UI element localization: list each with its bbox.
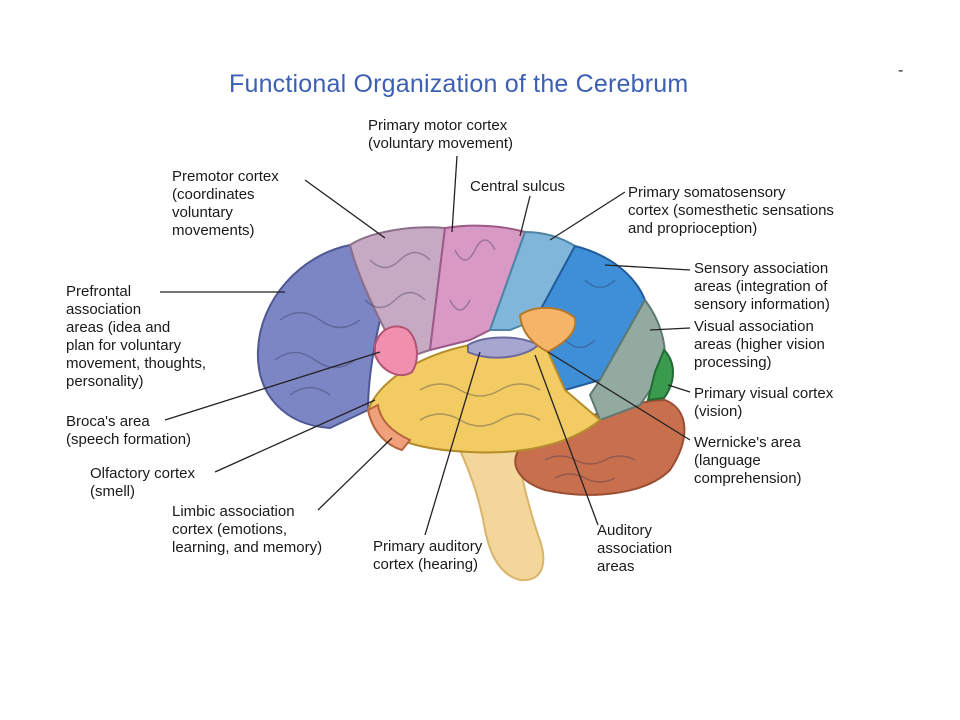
label-line: plan for voluntary [66,337,182,354]
label-line: Sensory association [694,260,829,277]
label-line: movements) [172,222,255,239]
diagram-title: Functional Organization of the Cerebrum [229,70,689,98]
label-line: Limbic association [172,503,295,520]
label-premotor-cortex: Premotor cortex (coordinates voluntary m… [172,168,279,240]
label-line: Primary visual cortex [694,385,834,402]
label-line: learning, and memory) [172,539,323,556]
primary-motor-region [428,224,527,352]
label-line: Olfactory cortex [90,465,196,482]
label-line: Auditory [597,522,653,539]
label-central-sulcus: Central sulcus [470,178,565,196]
label-line: (language [694,452,761,469]
label-line: (voluntary movement) [368,135,514,152]
label-line: Primary motor cortex [368,117,508,134]
gyri-texture [274,239,636,483]
label-line: (vision) [694,403,743,420]
label-line: areas (higher vision [694,336,825,353]
somatosensory-region [488,230,577,331]
label-line: areas (idea and [66,319,171,336]
label-line: Prefrontal [66,283,132,300]
label-prefrontal-association-areas: Prefrontal association areas (idea and p… [66,283,206,391]
corner-mark: - [898,62,904,79]
label-line: sensory information) [694,296,830,313]
label-line: Wernicke's area [694,434,801,451]
label-line: Visual association [694,318,814,335]
label-primary-auditory-cortex: Primary auditory cortex (hearing) [373,538,482,574]
label-line: Central sulcus [470,178,566,195]
label-primary-motor-cortex: Primary motor cortex (voluntary movement… [368,117,513,153]
limbic-region [366,403,412,452]
label-line: and proprioception) [628,220,758,237]
broca-region [374,325,418,377]
wernicke-region [518,306,577,354]
label-line: association [66,301,142,318]
leader-lines [160,155,691,536]
label-wernickes-area: Wernicke's area (language comprehension) [694,434,802,488]
label-line: personality) [66,373,144,390]
label-auditory-association-areas: Auditory association areas [597,522,672,576]
label-visual-association-areas: Visual association areas (higher vision … [694,318,825,372]
label-line: Premotor cortex [172,168,279,185]
label-line: (speech formation) [66,431,192,448]
label-line: Primary somatosensory [628,184,786,201]
label-line: cortex (emotions, [172,521,288,538]
label-line: (coordinates [172,186,255,203]
label-line: (smell) [90,483,135,500]
label-line: voluntary [172,204,233,221]
label-line: Primary auditory [373,538,483,555]
label-line: cortex (hearing) [373,556,479,573]
label-primary-somatosensory-cortex: Primary somatosensory cortex (somestheti… [628,184,834,238]
primary-visual-region [646,348,674,402]
label-olfactory-cortex: Olfactory cortex (smell) [90,465,195,501]
label-line: areas (integration of [694,278,828,295]
label-line: comprehension) [694,470,802,487]
label-limbic-association-cortex: Limbic association cortex (emotions, lea… [172,503,322,557]
label-sensory-association-areas: Sensory association areas (integration o… [694,260,830,314]
label-line: movement, thoughts, [66,355,207,372]
label-line: areas [597,558,635,575]
label-primary-visual-cortex: Primary visual cortex (vision) [694,385,833,421]
label-line: processing) [694,354,772,371]
label-line: cortex (somesthetic sensations [628,202,834,219]
label-line: Broca's area [66,413,150,430]
label-line: association [597,540,673,557]
label-brocas-area: Broca's area (speech formation) [66,413,191,449]
